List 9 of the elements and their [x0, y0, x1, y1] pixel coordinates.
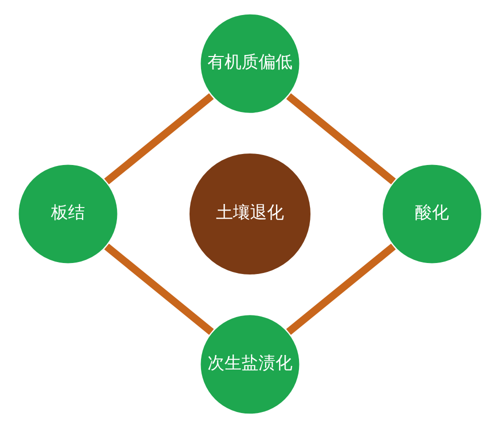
connector [104, 92, 214, 184]
node-circle: 次生盐渍化 [198, 312, 302, 416]
connector [286, 243, 396, 334]
node-circle: 土壤退化 [187, 150, 313, 276]
connector [286, 92, 396, 184]
connector [104, 243, 214, 334]
node-circle: 板结 [16, 162, 120, 265]
node-circle: 酸化 [380, 162, 484, 265]
node-circle: 有机质偏低 [198, 12, 302, 114]
